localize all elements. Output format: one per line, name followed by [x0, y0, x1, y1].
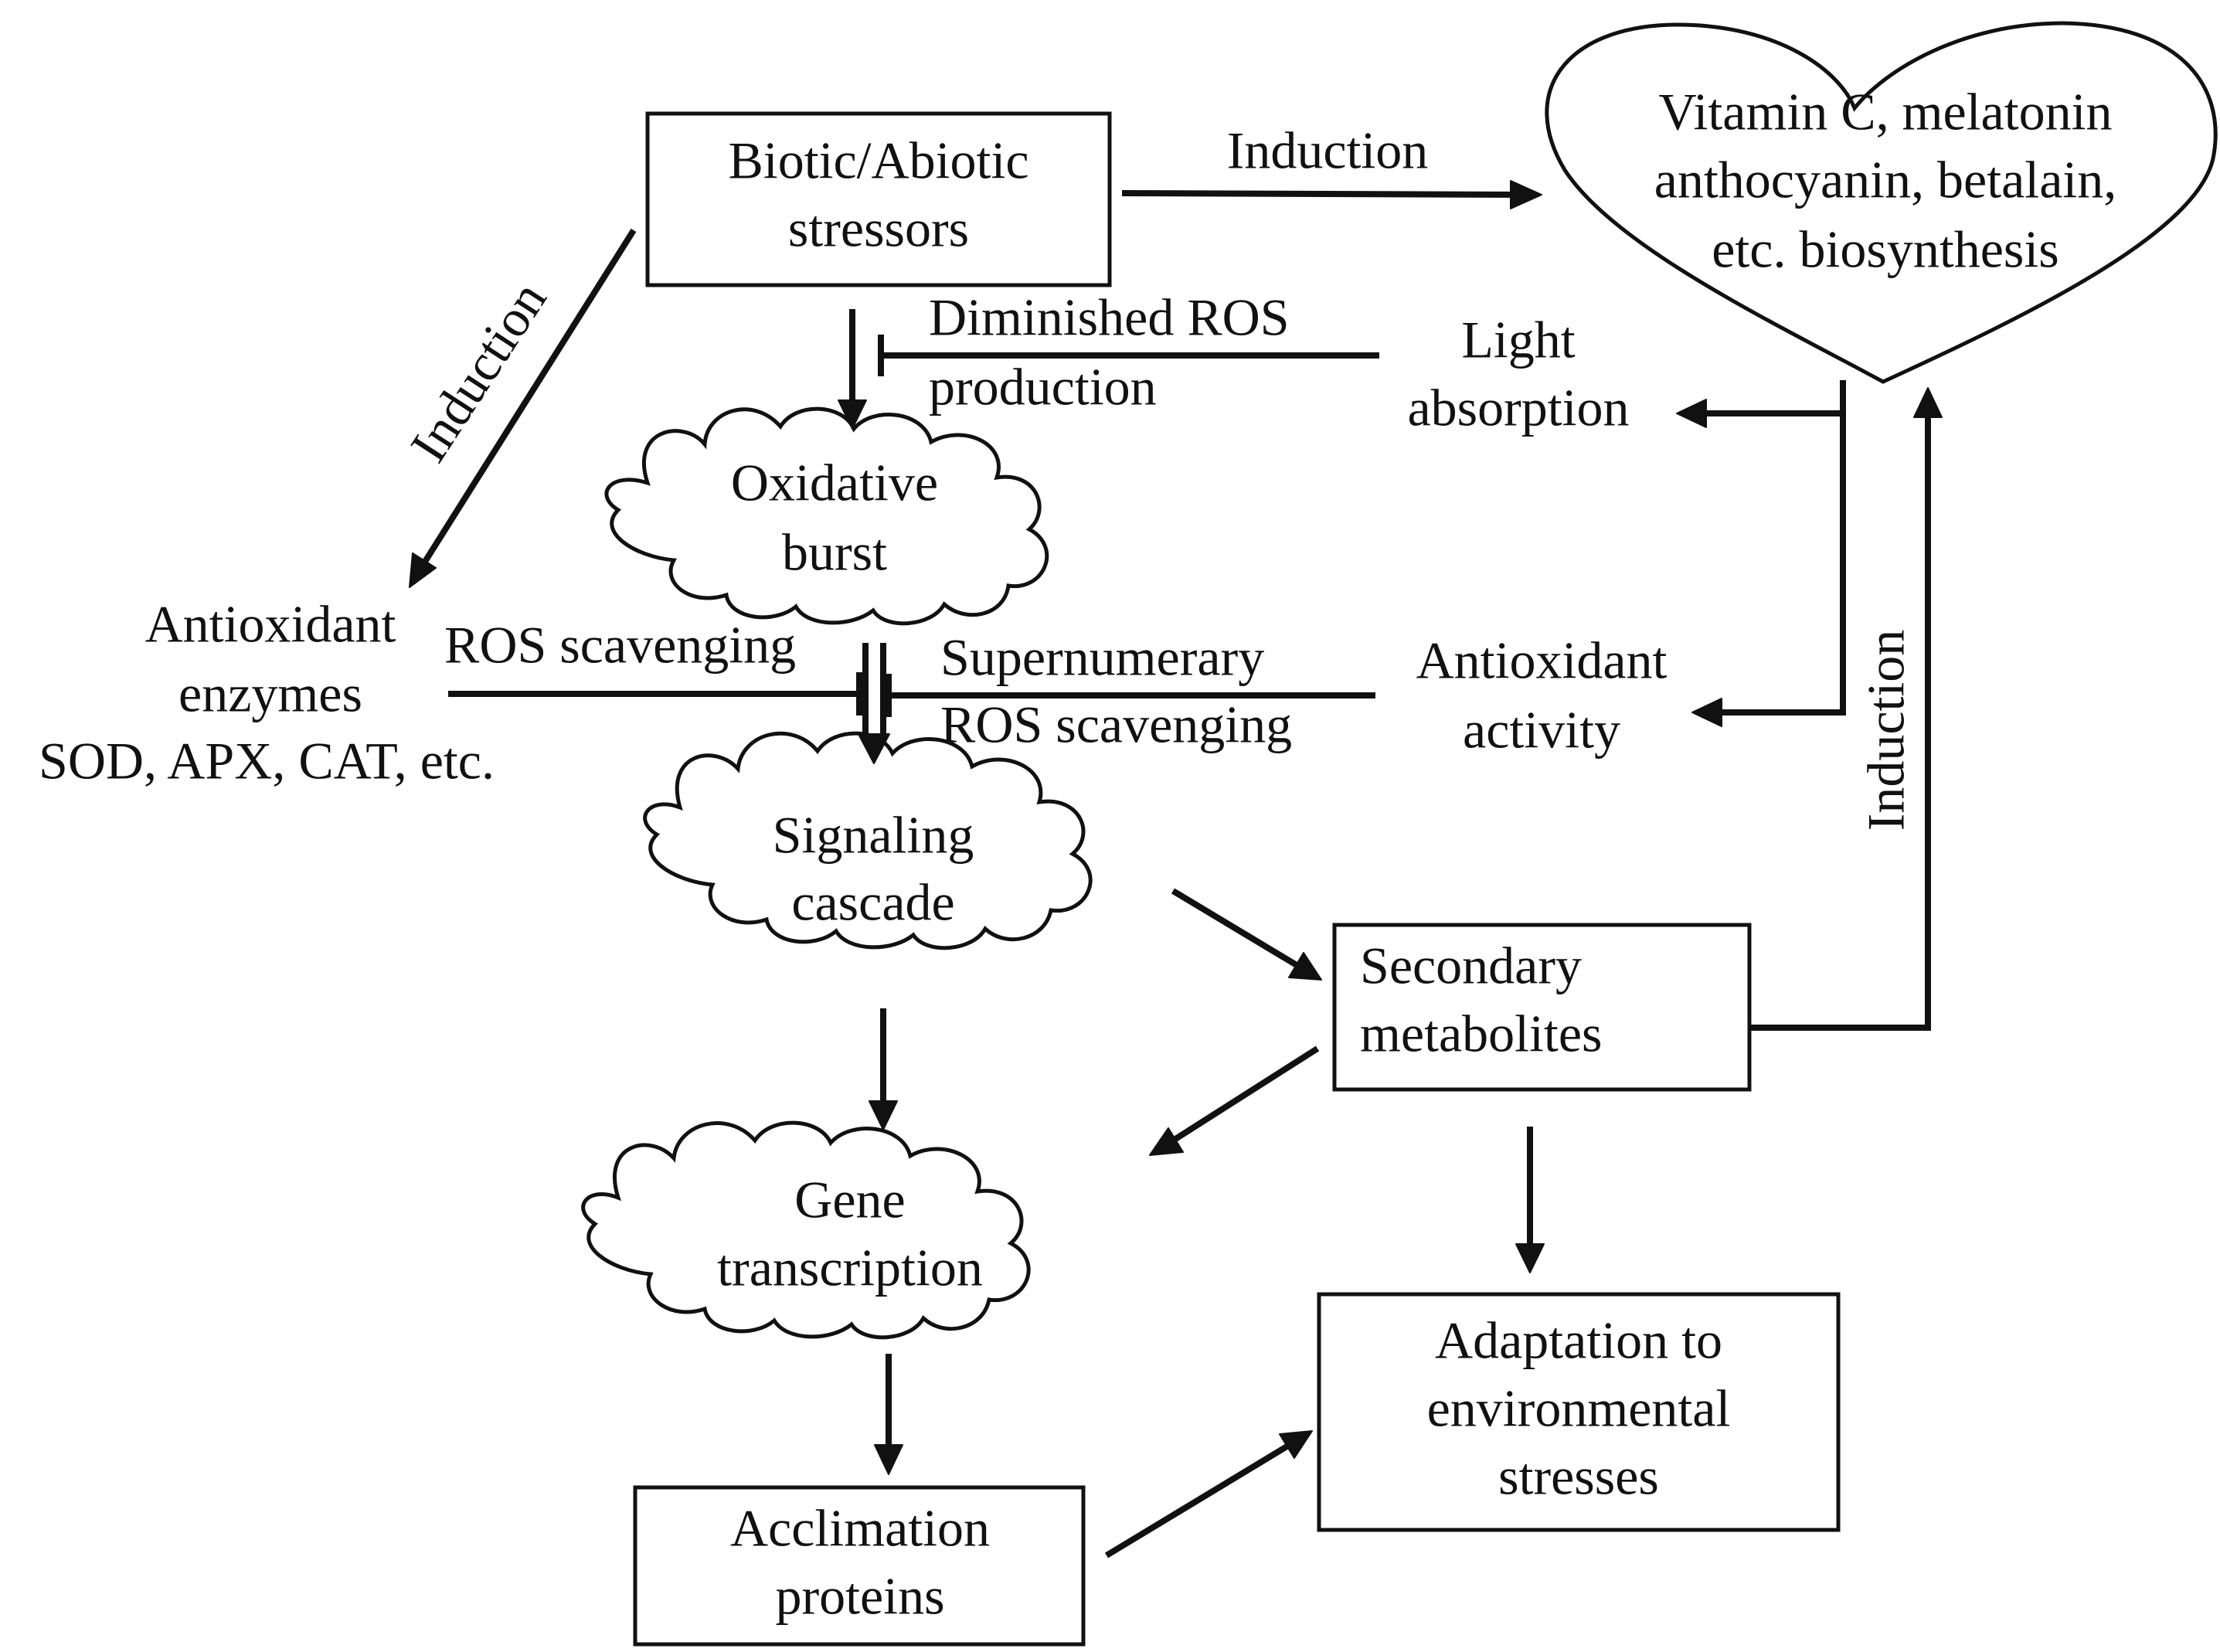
antioxidant-activity-line-2: activity — [1463, 701, 1620, 760]
antioxidant-enzymes-line-2: enzymes — [178, 665, 362, 723]
antioxidant-enzymes-line-3: SOD, APX, CAT, etc. — [39, 732, 495, 790]
signaling-cascade-line-1: Signaling — [773, 806, 974, 865]
arrow-metabolites-to-vitamins — [1749, 413, 1931, 1031]
arrow-stressors-to-enzymes — [420, 228, 637, 566]
adaptation-line-3: stresses — [1498, 1447, 1659, 1506]
secondary-metabolites-line-2: metabolites — [1360, 1004, 1602, 1063]
acclimation-proteins-line-2: proteins — [775, 1567, 944, 1626]
edge-label-diminished-ros-line-1: Diminished ROS — [929, 288, 1290, 347]
stressors-box — [645, 111, 1112, 287]
edge-label-supernumerary-line-2: ROS scavenging — [940, 695, 1292, 754]
vitamins-line-1: Vitamin C, melatonin — [1658, 83, 2112, 141]
arrow-head-icon — [1149, 1127, 1184, 1156]
stressors-line-2: stressors — [788, 199, 969, 258]
stressors-line-1: Biotic/Abiotic — [728, 131, 1028, 190]
edge-label-induction-right: Induction — [1857, 630, 1916, 831]
antioxidant-activity-line-1: Antioxidant — [1416, 631, 1668, 690]
secondary-metabolites-line-1: Secondary — [1360, 936, 1582, 995]
gene-transcription-line-1: Gene — [794, 1171, 905, 1229]
acclimation-proteins-box — [633, 1485, 1086, 1647]
arrow-head-icon — [858, 733, 890, 764]
edge-label-supernumerary-line-1: Supernumerary — [940, 628, 1264, 687]
edge-label-induction-top: Induction — [1227, 121, 1429, 180]
bracket-vitamins-to-effects — [1715, 380, 1846, 716]
light-absorption-line-2: absorption — [1407, 379, 1629, 437]
vitamins-line-2: anthocyanin, betalain, — [1654, 151, 2117, 209]
edge-label-diminished-ros-line-2: production — [929, 358, 1157, 416]
arrow-head-icon — [1676, 399, 1707, 428]
arrow-stressors-to-vitamins — [1121, 190, 1523, 198]
adaptation-line-2: environmental — [1427, 1379, 1731, 1438]
arrow-signaling-to-metabolites — [1171, 888, 1303, 970]
arrow-head-icon — [409, 552, 437, 588]
antioxidant-enzymes-line-1: Antioxidant — [145, 595, 396, 654]
adaptation-box — [1317, 1292, 1841, 1532]
oxidative-burst-cloud — [604, 406, 1049, 626]
acclimation-proteins-line-1: Acclimation — [730, 1499, 990, 1558]
arrow-head-icon — [1288, 952, 1322, 981]
gene-transcription-cloud — [581, 1120, 1031, 1340]
arrow-head-icon — [1510, 180, 1542, 209]
edge-label-ros-scavenging: ROS scavenging — [444, 616, 796, 675]
secondary-metabolites-box — [1332, 923, 1752, 1092]
adaptation-line-1: Adaptation to — [1435, 1311, 1722, 1370]
light-absorption-line-1: Light — [1461, 311, 1575, 369]
arrow-head-icon — [1279, 1430, 1313, 1459]
oxidative-burst-line-1: Oxidative — [731, 454, 938, 512]
arrow-head-icon — [838, 399, 867, 430]
edge-label-induction-left: Induction — [399, 271, 558, 472]
signaling-cascade-line-2: cascade — [791, 873, 954, 932]
arrow-head-icon — [874, 1444, 903, 1475]
oxidative-burst-line-2: burst — [782, 523, 887, 582]
arrow-head-icon — [1691, 698, 1722, 727]
gene-transcription-line-2: transcription — [717, 1239, 983, 1297]
arrow-head-icon — [1913, 387, 1943, 418]
signaling-cascade-cloud — [643, 731, 1093, 950]
arrow-head-icon — [869, 1100, 898, 1130]
arrow-acclimation-to-adaptation — [1104, 1440, 1294, 1559]
vitamins-line-3: etc. biosynthesis — [1712, 220, 2059, 279]
vitamins-heart-shape — [1545, 21, 2218, 384]
arrow-head-icon — [1515, 1243, 1545, 1273]
arrow-metabolites-to-gene — [1168, 1045, 1320, 1145]
